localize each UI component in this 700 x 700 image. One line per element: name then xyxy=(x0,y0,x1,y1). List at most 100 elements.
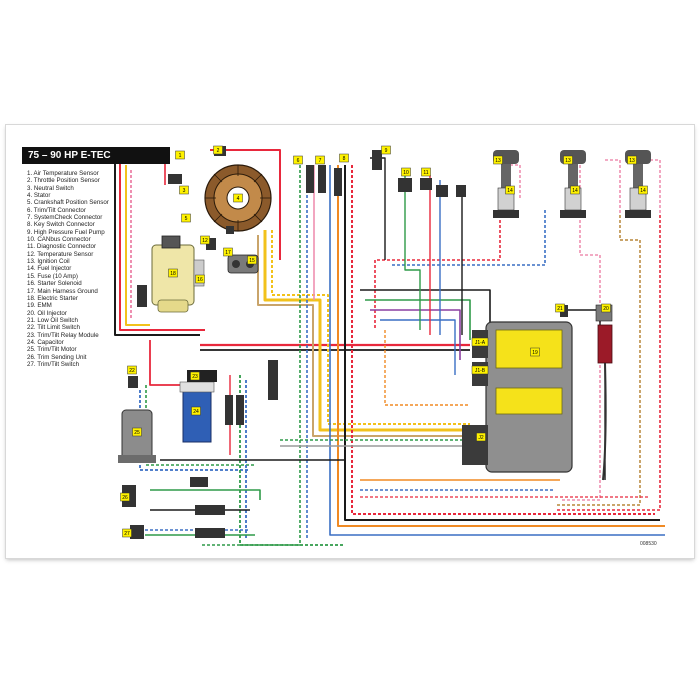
callout-box xyxy=(233,193,243,203)
callout-box xyxy=(191,406,201,416)
callout-label: 1 xyxy=(179,153,182,159)
legend-item: 6. Trim/Tilt Connector xyxy=(27,206,86,214)
callout-label: 13 xyxy=(495,158,501,164)
legend-item: 3. Neutral Switch xyxy=(27,184,74,192)
callout-badge: 4 xyxy=(233,193,243,203)
callout-badge: 13 xyxy=(493,155,503,165)
callout-label: 14 xyxy=(572,188,578,194)
callout-box xyxy=(471,337,489,347)
callout-badge: 10 xyxy=(401,167,411,177)
wire xyxy=(404,175,421,330)
wire xyxy=(555,215,641,506)
legend-item: 26. Trim Sending Unit xyxy=(27,353,87,361)
callout-badge: 19 xyxy=(530,347,540,357)
callout-box xyxy=(493,155,503,165)
legend-item: 11. Diagnostic Connector xyxy=(27,243,97,251)
diagram-title: 75 – 90 HP E-TEC xyxy=(22,147,170,164)
callout-label: 9 xyxy=(385,148,388,154)
callout-label: 14 xyxy=(640,188,646,194)
callout-label: 21 xyxy=(557,306,563,312)
wire xyxy=(119,160,205,331)
callout-label: 7 xyxy=(319,158,322,164)
callout-label: 8 xyxy=(343,156,346,162)
legend-item: 5. Crankshaft Position Sensor xyxy=(27,199,109,207)
callout-badge: 23 xyxy=(190,371,200,381)
wire xyxy=(263,230,470,432)
callout-badge: 14 xyxy=(570,185,580,195)
wire xyxy=(374,215,501,330)
callout-box xyxy=(213,145,223,155)
callout-badge: 7 xyxy=(315,155,325,165)
callout-label: 13 xyxy=(629,158,635,164)
callout-label: 11 xyxy=(423,170,428,176)
ignition-coil-group xyxy=(493,150,651,218)
callout-label: 15 xyxy=(249,258,255,264)
legend-item: 13. Ignition Coil xyxy=(27,258,70,266)
callout-label: 2 xyxy=(217,148,220,154)
callout-label: 27 xyxy=(124,531,130,537)
callout-label: 12 xyxy=(202,238,208,244)
wire xyxy=(239,375,345,546)
callout-box xyxy=(563,155,573,165)
callout-box xyxy=(175,150,185,160)
callout-label: 13 xyxy=(565,158,571,164)
callout-box xyxy=(401,167,411,177)
wire xyxy=(125,165,150,326)
legend-item: 24. Capacitor xyxy=(27,338,64,346)
callout-badge: 21 xyxy=(555,303,565,313)
callout-box xyxy=(223,247,233,257)
wire xyxy=(365,299,471,340)
callout-badge: 22 xyxy=(127,365,137,375)
wire xyxy=(360,289,491,330)
legend-item: 17. Main Harness Ground xyxy=(27,287,98,295)
callout-badge: 8 xyxy=(339,153,349,163)
legend-item: 10. CANbus Connector xyxy=(27,236,91,244)
callout-box xyxy=(122,528,132,538)
callout-box xyxy=(181,213,191,223)
callout-label: 3 xyxy=(183,188,186,194)
fuel-pump-component xyxy=(595,304,613,481)
wire xyxy=(210,149,281,260)
legend-item: 2. Throttle Position Sensor xyxy=(27,177,100,185)
callout-label: 14 xyxy=(507,188,513,194)
legend-item: 15. Fuse (10 Amp) xyxy=(27,272,78,280)
callout-badge: 25 xyxy=(132,427,142,437)
callout-badge: 3 xyxy=(179,185,189,195)
sheet-code: 008530 xyxy=(640,541,657,547)
callout-box xyxy=(132,427,142,437)
callout-box xyxy=(381,145,391,155)
wire xyxy=(370,309,461,360)
wire xyxy=(271,230,470,425)
callout-box xyxy=(638,185,648,195)
wire xyxy=(351,165,655,515)
callout-box xyxy=(530,347,540,357)
callout-label: 26 xyxy=(122,495,128,501)
callout-box xyxy=(168,268,178,278)
legend-item: 1. Air Temperature Sensor xyxy=(27,170,99,177)
callout-badge: 6 xyxy=(293,155,303,165)
callout-box xyxy=(570,185,580,195)
callout-label: 18 xyxy=(170,271,176,277)
callout-box xyxy=(476,432,486,442)
callout-box xyxy=(190,371,200,381)
callout-box xyxy=(555,303,565,313)
legend-item: 22. Tilt Limit Switch xyxy=(27,324,80,332)
callout-badge: 17 xyxy=(223,247,233,257)
callout-badge: 11 xyxy=(421,167,431,177)
callout-label: 5 xyxy=(185,216,188,222)
callout-badge: 1 xyxy=(175,150,185,160)
callout-badge: 18 xyxy=(168,268,178,278)
callout-badge: 24 xyxy=(191,406,201,416)
wire xyxy=(329,165,665,536)
wire xyxy=(384,330,470,406)
callout-box xyxy=(127,365,137,375)
callout-label: 23 xyxy=(192,374,198,380)
wire xyxy=(560,215,601,501)
emm-component xyxy=(462,321,573,473)
legend-item: 19. EMM xyxy=(27,302,52,310)
callout-label: J2 xyxy=(478,435,484,441)
wire xyxy=(555,215,661,511)
callout-badge: 16 xyxy=(195,274,205,284)
